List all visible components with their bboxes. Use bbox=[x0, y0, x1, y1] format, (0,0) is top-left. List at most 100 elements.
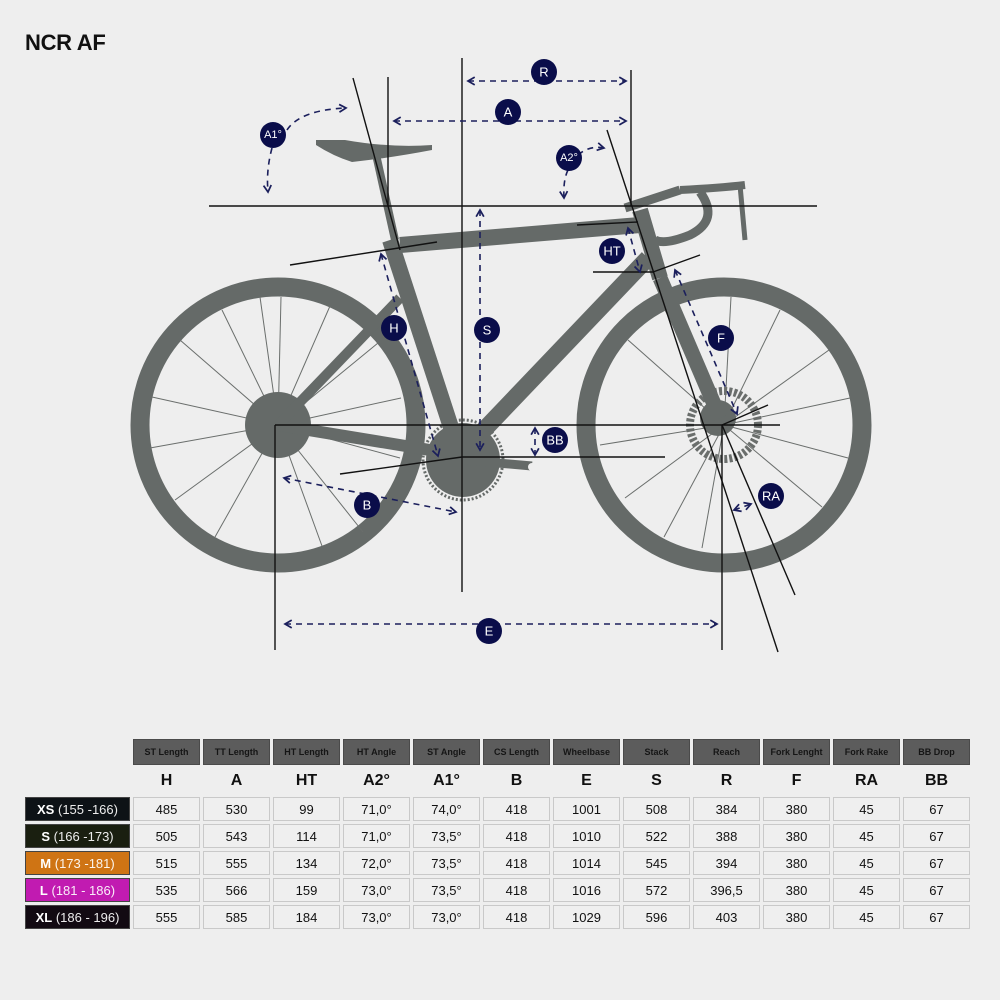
table-cell: 543 bbox=[203, 824, 270, 848]
table-cell: 45 bbox=[833, 797, 900, 821]
badge-F: F bbox=[708, 325, 734, 351]
size-code: S bbox=[41, 828, 51, 844]
table-cell: 67 bbox=[903, 797, 970, 821]
table-cell: 394 bbox=[693, 851, 760, 875]
size-height-range: (186 - 196) bbox=[55, 909, 120, 925]
table-cell: 572 bbox=[623, 878, 690, 902]
table-cell: 67 bbox=[903, 824, 970, 848]
size-height-range: (173 -181) bbox=[54, 855, 115, 871]
table-cell: 73,5° bbox=[413, 824, 480, 848]
table-cell: 99 bbox=[273, 797, 340, 821]
table-cell: 418 bbox=[483, 851, 550, 875]
svg-text:BB: BB bbox=[546, 433, 563, 448]
col-symbol: B bbox=[510, 772, 523, 789]
size-code: XL bbox=[35, 909, 53, 925]
col-header: ST Length bbox=[133, 739, 200, 765]
table-cell: 555 bbox=[133, 905, 200, 929]
size-code: XS bbox=[37, 801, 55, 817]
svg-text:F: F bbox=[717, 331, 725, 346]
table-cell: 388 bbox=[693, 824, 760, 848]
table-cell: 73,0° bbox=[343, 878, 410, 902]
col-symbol: HT bbox=[295, 772, 318, 789]
size-height-range: (155 -166) bbox=[57, 801, 118, 817]
col-header: HT Length bbox=[273, 739, 340, 765]
table-cell: 74,0° bbox=[413, 797, 480, 821]
size-label: M (173 -181) bbox=[25, 851, 130, 875]
table-cell: 73,0° bbox=[413, 905, 480, 929]
table-cell: 380 bbox=[763, 905, 830, 929]
col-header: Stack bbox=[623, 739, 690, 765]
table-cell: 485 bbox=[133, 797, 200, 821]
svg-text:S: S bbox=[483, 323, 492, 338]
size-height-range: (181 - 186) bbox=[51, 882, 116, 898]
badge-B: B bbox=[354, 492, 380, 518]
svg-text:HT: HT bbox=[603, 244, 620, 259]
table-cell: 555 bbox=[203, 851, 270, 875]
table-cell: 585 bbox=[203, 905, 270, 929]
svg-text:A1°: A1° bbox=[264, 129, 282, 141]
col-header: Wheelbase bbox=[553, 739, 620, 765]
table-cell: 505 bbox=[133, 824, 200, 848]
size-height-range: (166 -173) bbox=[53, 828, 114, 844]
badge-R: R bbox=[531, 59, 557, 85]
table-cell: 522 bbox=[623, 824, 690, 848]
table-cell: 566 bbox=[203, 878, 270, 902]
svg-text:RA: RA bbox=[762, 489, 780, 504]
col-header: TT Length bbox=[203, 739, 270, 765]
svg-text:B: B bbox=[363, 498, 372, 513]
table-cell: 418 bbox=[483, 824, 550, 848]
svg-text:A2°: A2° bbox=[560, 152, 578, 164]
table-cell: 596 bbox=[623, 905, 690, 929]
table-cell: 530 bbox=[203, 797, 270, 821]
size-label: XL (186 - 196) bbox=[25, 905, 130, 929]
col-symbol: H bbox=[160, 772, 173, 789]
table-cell: 67 bbox=[903, 851, 970, 875]
badge-BB: BB bbox=[542, 427, 568, 453]
size-code: M bbox=[40, 855, 52, 871]
table-cell: 545 bbox=[623, 851, 690, 875]
badge-A1: A1° bbox=[260, 122, 286, 148]
geometry-table: ST Length TT Length HT Length HT Angle S… bbox=[22, 736, 973, 932]
col-symbol: RA bbox=[854, 772, 879, 789]
col-header: Reach bbox=[693, 739, 760, 765]
col-header: Fork Rake bbox=[833, 739, 900, 765]
table-cell: 380 bbox=[763, 878, 830, 902]
size-label: S (166 -173) bbox=[25, 824, 130, 848]
table-cell: 403 bbox=[693, 905, 760, 929]
badge-E: E bbox=[476, 618, 502, 644]
col-symbol: S bbox=[651, 772, 662, 789]
badge-A2: A2° bbox=[556, 145, 582, 171]
size-label: L (181 - 186) bbox=[25, 878, 130, 902]
table-cell: 73,5° bbox=[413, 851, 480, 875]
table-cell: 45 bbox=[833, 905, 900, 929]
table-cell: 384 bbox=[693, 797, 760, 821]
table-symbol-row: H A HT A2° A1° B E S R F RA BB bbox=[25, 768, 970, 794]
table-cell: 380 bbox=[763, 797, 830, 821]
table-cell: 159 bbox=[273, 878, 340, 902]
col-header: CS Length bbox=[483, 739, 550, 765]
col-symbol: F bbox=[791, 772, 802, 789]
svg-text:A: A bbox=[504, 105, 513, 120]
table-cell: 72,0° bbox=[343, 851, 410, 875]
table-cell: 45 bbox=[833, 824, 900, 848]
table-cell: 45 bbox=[833, 851, 900, 875]
table-cell: 67 bbox=[903, 905, 970, 929]
table-cell: 114 bbox=[273, 824, 340, 848]
svg-text:E: E bbox=[485, 624, 494, 639]
table-cell: 1001 bbox=[553, 797, 620, 821]
col-symbol: A2° bbox=[363, 772, 390, 789]
badge-A: A bbox=[495, 99, 521, 125]
table-cell: 380 bbox=[763, 851, 830, 875]
table-cell: 134 bbox=[273, 851, 340, 875]
table-cell: 396,5 bbox=[693, 878, 760, 902]
table-cell: 67 bbox=[903, 878, 970, 902]
table-cell: 508 bbox=[623, 797, 690, 821]
table-cell: 73,0° bbox=[343, 905, 410, 929]
col-symbol: R bbox=[720, 772, 733, 789]
col-header: BB Drop bbox=[903, 739, 970, 765]
table-cell: 71,0° bbox=[343, 797, 410, 821]
